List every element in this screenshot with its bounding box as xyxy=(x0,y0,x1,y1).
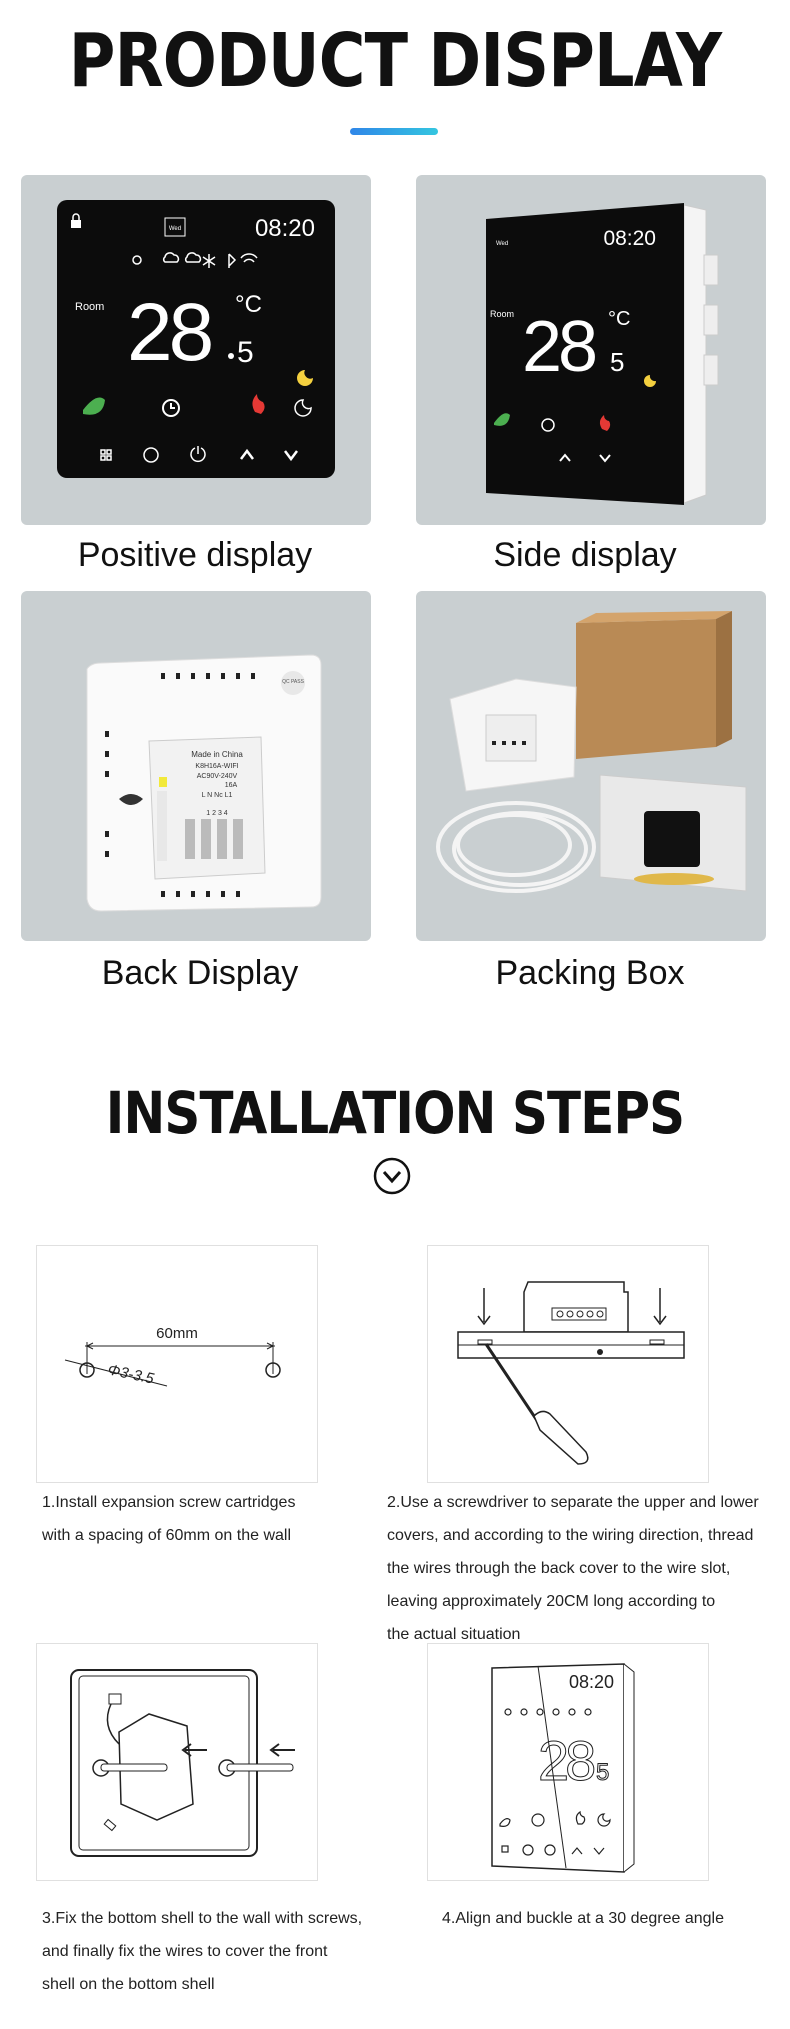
back-voltage: AC90V-240V xyxy=(197,773,238,780)
step4-temperature-main: 28 xyxy=(538,1729,594,1792)
power-icon xyxy=(190,446,206,463)
photo-back-display: Made in China K8H16A-WIFI AC90V-240V 16A… xyxy=(21,591,371,941)
step-2-text: 2.Use a screwdriver to separate the uppe… xyxy=(387,1494,759,1643)
product-display-title: PRODUCT DISPLAY xyxy=(68,18,722,104)
down-arrow-icon xyxy=(284,450,298,462)
step-1-figure: 60mm Φ3-3.5 xyxy=(36,1245,318,1483)
back-current: 16A xyxy=(225,782,238,789)
up-arrow-icon xyxy=(240,448,254,460)
clock-icon xyxy=(162,399,180,417)
back-terminals: L N Nc L1 xyxy=(202,792,233,799)
side-temperature-decimal: 5 xyxy=(610,347,624,377)
night-icon xyxy=(294,399,312,417)
step4-time-display: 08:20 xyxy=(569,1672,614,1692)
side-temperature-unit: °C xyxy=(608,308,630,330)
caption-side-display: Side display xyxy=(493,536,677,574)
photo-packing-box xyxy=(416,591,766,941)
back-model: K8H16A-WIFI xyxy=(195,763,238,770)
title-accent-bar xyxy=(350,128,438,135)
step-3-figure xyxy=(36,1643,318,1881)
back-terminal-numbers: 1 2 3 4 xyxy=(206,810,228,817)
caption-back-display: Back Display xyxy=(101,954,299,992)
back-made-in: Made in China xyxy=(191,750,243,759)
qc-pass-badge: QC PASS xyxy=(282,679,305,685)
step-4-figure: 08:20 28 5 xyxy=(427,1643,709,1881)
thermostat-front-panel: Wed 08:20 Room 28 °C 5 xyxy=(57,200,335,478)
photo-side-display: Wed 08:20 Room 28 °C 5 xyxy=(416,175,766,525)
time-display: 08:20 xyxy=(255,215,315,242)
day-display: Wed xyxy=(169,226,181,232)
caption-positive-display: Positive display xyxy=(77,536,313,574)
side-day-display: Wed xyxy=(496,241,508,247)
weather-icons xyxy=(132,252,258,268)
temperature-unit: °C xyxy=(235,291,262,318)
step-2-figure xyxy=(427,1245,709,1483)
flame-icon xyxy=(252,394,265,414)
installation-steps-title: INSTALLATION STEPS xyxy=(105,1079,685,1147)
lock-icon xyxy=(71,220,81,228)
moon-icon xyxy=(297,370,313,386)
diameter-label: Φ3-3.5 xyxy=(106,1361,156,1387)
temperature-main: 28 xyxy=(127,287,212,378)
spacing-label: 60mm xyxy=(156,1325,198,1342)
chevron-down-circle-icon xyxy=(373,1157,411,1195)
temperature-decimal: 5 xyxy=(237,336,254,369)
leaf-icon xyxy=(83,397,105,415)
menu-icon xyxy=(100,449,106,455)
side-room-label: Room xyxy=(490,309,514,319)
step-4-text: 4.Align and buckle at a 30 degree angle xyxy=(442,1910,724,1927)
timer-icon xyxy=(143,447,159,463)
caption-packing-box: Packing Box xyxy=(495,954,685,992)
step4-temperature-decimal: 5 xyxy=(596,1759,609,1786)
room-label: Room xyxy=(75,301,104,313)
side-time-display: 08:20 xyxy=(603,227,656,250)
step-3-text: 3.Fix the bottom shell to the wall with … xyxy=(42,1910,363,1993)
side-temperature-main: 28 xyxy=(522,307,595,387)
step-1-text: 1.Install expansion screw cartridges wit… xyxy=(42,1494,296,1544)
photo-positive-display: Wed 08:20 Room 28 °C 5 xyxy=(21,175,371,525)
